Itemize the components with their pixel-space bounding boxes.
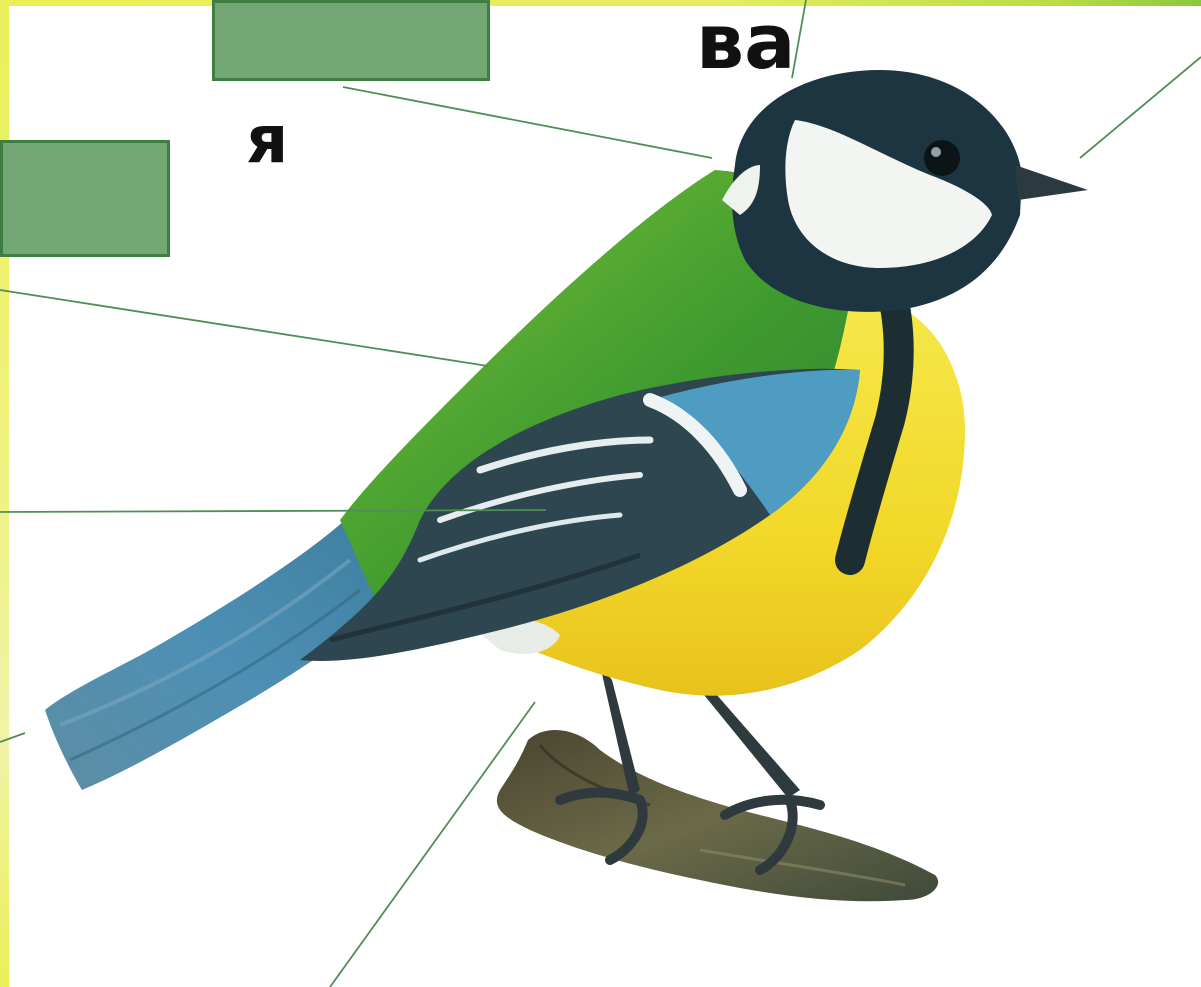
leg-front: [600, 665, 640, 798]
cheek: [785, 120, 992, 268]
leg-back: [700, 690, 800, 798]
eye: [924, 140, 960, 176]
left-accent-bar: [0, 0, 9, 987]
top-accent-bar: [0, 0, 1201, 6]
branch: [496, 729, 939, 902]
label-fragment-ya: я: [246, 101, 289, 178]
beak: [1015, 165, 1088, 200]
label-box-top[interactable]: [212, 0, 490, 81]
label-fragment-va: ва: [696, 0, 796, 86]
label-box-left[interactable]: [0, 140, 170, 257]
